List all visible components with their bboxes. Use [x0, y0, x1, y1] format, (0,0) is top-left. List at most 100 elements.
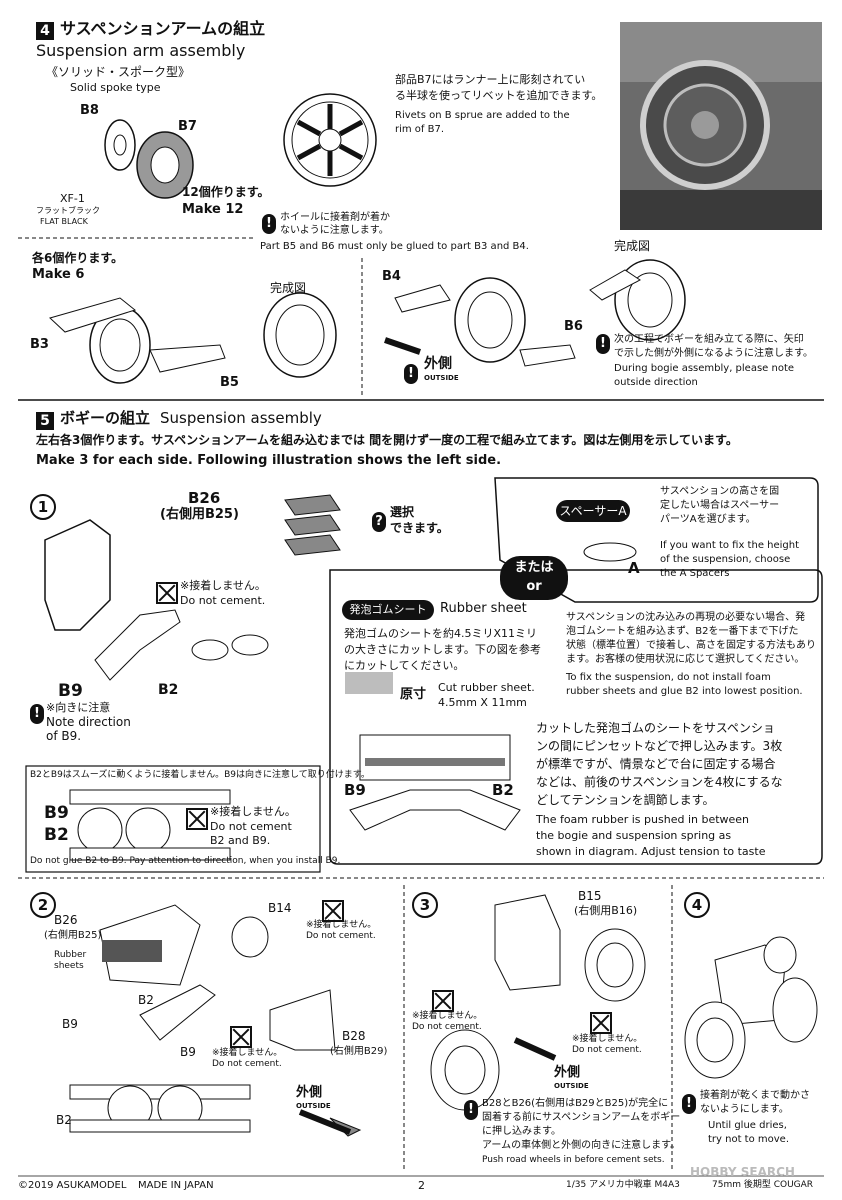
- spacer-a-letter: A: [628, 559, 640, 577]
- fix-jp-2: 泡ゴムシートを組み込まず、B2を一番下まで下げた: [566, 626, 799, 637]
- outside-en: OUTSIDE: [424, 374, 459, 382]
- fix-jp-4: ます。お客様の使用状況に応じて選択してください。: [566, 654, 805, 665]
- section4-subtitle-en: Solid spoke type: [70, 81, 161, 94]
- spacer-a-tag: スペーサーA: [556, 500, 630, 522]
- step4-note-en-1: Until glue dries,: [708, 1120, 787, 1131]
- step3-note-jp-4: アームの車体側と外側の向きに注意します。: [482, 1140, 681, 1151]
- b9-note-en-2: of B9.: [46, 729, 82, 743]
- footer-product-tail: 75mm 後期型 COUGAR: [712, 1180, 814, 1190]
- make6-en: Make 6: [32, 267, 85, 282]
- caution-icon: !: [30, 704, 44, 724]
- step2-no-cement-en-b: Do not cement.: [212, 1059, 282, 1069]
- footer-product: 1/35 アメリカ中戦車 M4A3: [566, 1180, 680, 1190]
- spacer-en-2: of the suspension, choose: [660, 554, 791, 565]
- no-cement-icon: [186, 808, 208, 830]
- fix-en-1: To fix the suspension, do not install fo…: [566, 672, 771, 683]
- detail-en: Do not glue B2 to B9. Pay attention to d…: [30, 856, 341, 866]
- step4-note-en-2: try not to move.: [708, 1134, 790, 1145]
- b9-note-en-1: Note direction: [46, 715, 131, 729]
- step3-note-jp-2: 固着する前にサスペンションアームをボギー: [482, 1112, 681, 1123]
- step2-no-cement-jp-b: ※接着しません。: [212, 1048, 283, 1058]
- glue-warn-jp-1: ホイールに接着剤が着か: [280, 212, 390, 223]
- rubber-jp-1: 発泡ゴムのシートを約4.5ミリX11ミリ: [344, 627, 538, 640]
- detail-no-cement-en-2: B2 and B9.: [210, 834, 271, 847]
- step3-note-jp-3: に押し込みます。: [482, 1126, 561, 1137]
- section4-title-en: Suspension arm assembly: [36, 41, 246, 60]
- complete-label-2: 完成図: [614, 239, 651, 253]
- step2-b26-right: (右側用B25): [44, 930, 102, 941]
- make6-jp: 各6個作ります。: [32, 251, 124, 265]
- no-cement-icon: [156, 582, 178, 604]
- push-jp-2: ンの間にピンセットなどで押し込みます。3枚: [536, 739, 783, 753]
- footer-made-in: MADE IN JAPAN: [138, 1180, 214, 1191]
- part-b8-label: B8: [80, 103, 99, 118]
- push-jp-1: カットした発泡ゴムのシートをサスペンショ: [536, 721, 775, 735]
- rivet-note-en-1: Rivets on B sprue are added to the: [395, 110, 570, 121]
- spacer-jp-2: 定したい場合はスペーサー: [660, 500, 780, 511]
- section5-title-jp: ボギーの組立: [60, 409, 151, 427]
- cut-en-1: Cut rubber sheet.: [438, 681, 535, 694]
- step-2-number: 2: [30, 892, 56, 918]
- push-en-3: shown in diagram. Adjust tension to tast…: [536, 845, 766, 858]
- caution-icon: !: [596, 334, 610, 354]
- step2-b9b: B9: [180, 1045, 196, 1059]
- footer-copyright: ©2019 ASUKAMODEL: [18, 1180, 127, 1191]
- paint-code: XF-1: [60, 192, 85, 205]
- step2-b26: B26: [54, 913, 78, 927]
- spacer-jp-3: パーツAを選びます。: [660, 514, 756, 525]
- part-b3-label: B3: [30, 337, 49, 352]
- detail-b9-label: B9: [44, 803, 69, 823]
- direction-jp-1: 次の工程でボギーを組み立てる際に、矢印: [614, 334, 804, 345]
- spacer-en-3: the A Spacers: [660, 568, 730, 579]
- step2-outside-en: OUTSIDE: [296, 1102, 331, 1110]
- step3-outside-en: OUTSIDE: [554, 1082, 589, 1090]
- step3-b15-right: (右側用B16): [574, 904, 638, 917]
- rubber-sheet-en: Rubber sheet: [440, 601, 527, 616]
- direction-en-1: During bogie assembly, please note: [614, 363, 795, 374]
- section4-title-jp: サスペンションアームの組立: [60, 19, 266, 38]
- fix-jp-3: 状態（標準位置）で接着し、高さを固定する方法もあり: [566, 640, 816, 651]
- b9-note-jp: ※向きに注意: [46, 701, 111, 714]
- step2-b2b: B2: [56, 1113, 72, 1127]
- paint-name-en: FLAT BLACK: [40, 217, 88, 226]
- or-jp: または: [514, 560, 554, 575]
- make12-jp: 12個作ります。: [182, 185, 270, 199]
- step3-no-cement-en-b: Do not cement.: [572, 1045, 642, 1055]
- actual-size-label: 原寸: [400, 687, 427, 702]
- make12-en: Make 12: [182, 202, 244, 217]
- step3-no-cement-jp-b: ※接着しません。: [572, 1034, 643, 1044]
- no-cement-en: Do not cement.: [180, 594, 266, 607]
- rivet-note-jp-2: る半球を使ってリベットを追加できます。: [395, 89, 603, 102]
- part-b9-label: B9: [58, 681, 83, 701]
- step3-b15: B15: [578, 889, 602, 903]
- part-b5-label: B5: [220, 375, 239, 390]
- direction-en-2: outside direction: [614, 377, 698, 388]
- section5-title-en: Suspension assembly: [160, 409, 322, 427]
- outside-jp: 外側: [424, 356, 452, 372]
- part-b2-label: B2: [158, 682, 179, 698]
- step-4-number: 4: [684, 892, 710, 918]
- no-cement-icon: [322, 900, 344, 922]
- part-b26-label: B26: [188, 489, 221, 507]
- push-jp-5: どしてテンションを調節します。: [536, 793, 715, 807]
- cut-en-2: 4.5mm X 11mm: [438, 696, 527, 709]
- step-1-number: 1: [30, 494, 56, 520]
- reference-photo: [620, 22, 822, 230]
- rivet-note-en-2: rim of B7.: [395, 124, 445, 135]
- no-cement-icon: [230, 1026, 252, 1048]
- step3-note-jp-1: B28とB26(右側用はB29とB25)が完全に: [482, 1098, 669, 1109]
- choose-jp-2: できます。: [390, 521, 449, 535]
- direction-jp-2: で示した側が外側になるように注意します。: [614, 348, 813, 359]
- caution-icon: !: [404, 364, 418, 384]
- watermark: HOBBY SEARCH: [690, 1165, 795, 1179]
- rubber-jp-3: にカットしてください。: [344, 659, 465, 672]
- push-en-2: the bogie and suspension spring as: [536, 829, 732, 842]
- fix-en-2: rubber sheets and glue B2 into lowest po…: [566, 686, 803, 697]
- rubber-sheet-tag: 発泡ゴムシート: [342, 600, 434, 620]
- spacer-en-1: If you want to fix the height: [660, 540, 800, 551]
- section4-subtitle-jp: 《ソリッド・スポーク型》: [46, 65, 191, 79]
- rubber-b2-label: B2: [492, 781, 514, 799]
- caution-icon: ?: [372, 512, 386, 532]
- glue-warn-jp-2: ないように注意します。: [280, 225, 389, 236]
